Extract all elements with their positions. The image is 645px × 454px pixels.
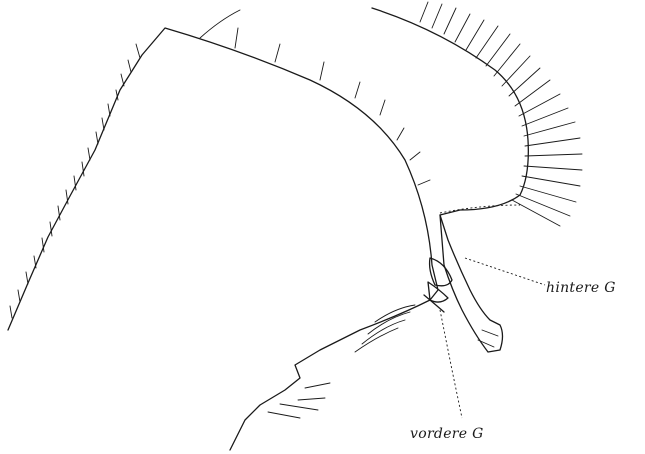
leader-line-hintere [465,258,545,285]
label-vordere-g: vordere G [410,426,484,442]
hind-gonapophysis-tip [478,330,498,347]
posterior-lobe-bristles [420,2,582,226]
posterior-lobe-outline [372,8,528,215]
leader-line-vordere [440,310,462,418]
fore-gonapophysis [424,258,452,312]
top-edge-setae [200,10,430,185]
label-hintere-g: hintere G [546,280,616,296]
left-edge-setae [10,44,140,318]
ventral-setae [268,305,415,418]
main-lobe-outline [8,28,438,450]
